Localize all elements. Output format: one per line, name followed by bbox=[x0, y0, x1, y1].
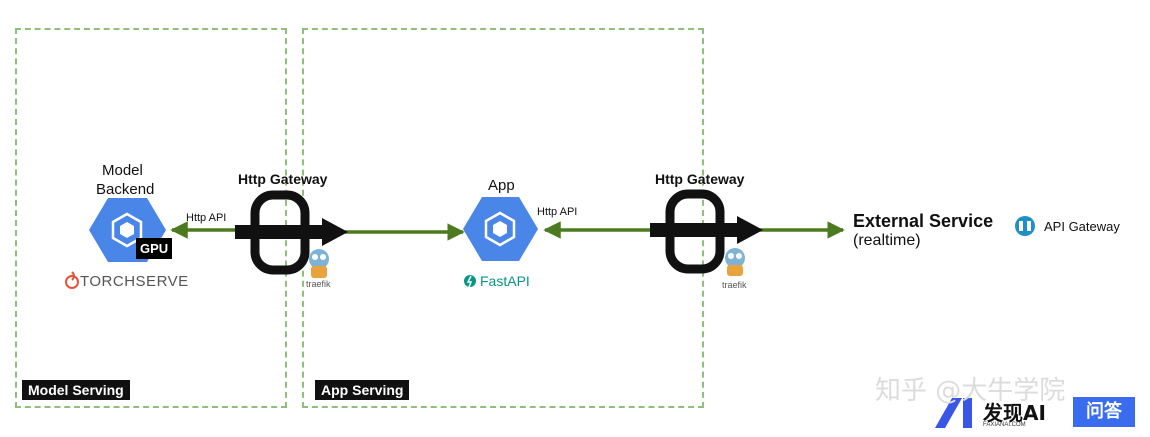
app-serving-label: App Serving bbox=[315, 380, 410, 400]
model-backend-title-line2: Backend bbox=[96, 181, 155, 198]
model-backend-title-line1: Model bbox=[102, 162, 143, 179]
qa-badge: 问答 bbox=[1073, 397, 1135, 427]
faxianai-brand: 发现AI bbox=[983, 401, 1046, 425]
model-serving-label: Model Serving bbox=[22, 380, 130, 400]
torchserve-label: TORCHSERVE bbox=[80, 273, 189, 290]
fastapi-logo-icon bbox=[464, 275, 476, 288]
faxianai-logo-icon bbox=[935, 398, 972, 428]
external-service-title: External Service bbox=[853, 211, 994, 231]
fastapi-label: FastAPI bbox=[480, 273, 530, 289]
traefik-left-mascot-icon bbox=[309, 249, 329, 278]
api-gateway-icon bbox=[1015, 216, 1035, 236]
right-http-api-label: Http API bbox=[537, 206, 578, 218]
traefik-right-mascot-icon bbox=[725, 248, 745, 276]
api-gateway-label: API Gateway bbox=[1044, 219, 1120, 234]
external-service-subtitle: (realtime) bbox=[853, 232, 921, 249]
http-gateway-right-icon bbox=[650, 189, 763, 274]
right-traefik-label: traefik bbox=[722, 280, 747, 290]
left-traefik-label: traefik bbox=[306, 279, 331, 289]
left-gateway-title: Http Gateway bbox=[238, 171, 328, 187]
right-gateway-title: Http Gateway bbox=[655, 171, 745, 187]
left-http-api-label: Http API bbox=[186, 212, 227, 224]
app-hexagon-icon bbox=[463, 197, 538, 261]
app-title: App bbox=[488, 177, 515, 194]
model-serving-zone bbox=[15, 28, 287, 408]
gpu-badge: GPU bbox=[136, 238, 173, 259]
faxianai-brand-sub: FAXIANAI.COM bbox=[983, 422, 1026, 428]
http-gateway-left-icon bbox=[235, 190, 348, 275]
torchserve-logo-icon bbox=[65, 271, 79, 289]
zhihu-watermark: 知乎 @大牛学院 bbox=[875, 376, 1066, 406]
